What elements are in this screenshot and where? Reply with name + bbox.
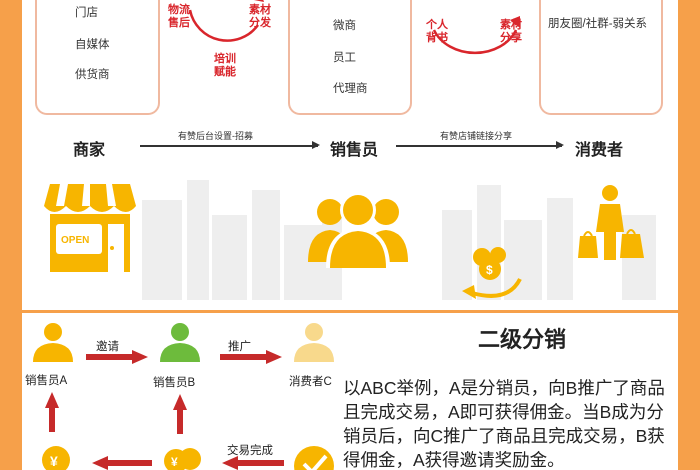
arrow-c-to-b — [222, 456, 284, 470]
coin-middle-icon: ¥ — [164, 448, 201, 470]
svg-text:¥: ¥ — [50, 453, 58, 469]
edge-label-invite: 邀请 — [96, 341, 119, 353]
cycle-arc-1 — [188, 0, 264, 42]
merchant-box — [35, 0, 160, 115]
channel-staff: 员工 — [333, 52, 356, 64]
distribution-description: 以ABC举例，A是分销员，向B推广了商品且完成交易，A即可获得佣金。当B成为分销… — [343, 378, 665, 470]
channel-media: 自媒体 — [75, 39, 110, 51]
svg-text:¥: ¥ — [171, 455, 178, 469]
flow-label-recruit: 有赞后台设置-招募 — [178, 131, 253, 141]
seller-box — [288, 0, 412, 115]
arrow-up-middle — [173, 394, 187, 434]
cycle-endorse: 个人 背书 — [426, 19, 448, 44]
role-consumer: 消费者 — [575, 142, 624, 159]
cycle-material: 素材 分发 — [249, 4, 271, 29]
coins-return-icon: $ — [462, 247, 522, 299]
edge-label-promote: 推广 — [228, 341, 251, 353]
cycle-logistics: 物流 售后 — [168, 4, 190, 29]
flow-arrow-recruit — [140, 142, 320, 148]
deal-check-icon — [294, 446, 334, 470]
shopper-icon — [578, 185, 644, 260]
channel-store: 门店 — [75, 7, 98, 19]
cycle-share: 素材 分享 — [500, 19, 522, 44]
seller-b-avatar — [160, 323, 200, 362]
arrow-bottom-left — [92, 456, 152, 470]
label-seller-a: 销售员A — [25, 375, 68, 387]
arrow-b-to-c — [220, 350, 282, 364]
channel-wechat: 微商 — [333, 20, 356, 32]
seller-a-avatar — [33, 323, 73, 362]
role-seller: 销售员 — [330, 142, 379, 159]
channel-moments: 朋友圈/社群-弱关系 — [548, 18, 648, 30]
role-merchant: 商家 — [73, 142, 106, 159]
label-seller-b: 销售员B — [153, 377, 196, 389]
cycle-training: 培训 赋能 — [214, 53, 236, 78]
label-consumer-c: 消费者C — [289, 376, 332, 388]
store-icon — [44, 184, 136, 272]
seller-group-icon — [308, 192, 408, 268]
flow-label-share: 有赞店铺链接分享 — [440, 131, 513, 141]
cycle-arc-2 — [432, 16, 520, 55]
arrow-a-to-b — [86, 350, 148, 364]
consumer-c-avatar — [294, 323, 334, 362]
flow-arrow-share — [396, 142, 564, 148]
distribution-title: 二级分销 — [478, 327, 567, 352]
svg-text:$: $ — [486, 263, 493, 277]
consumer-box — [539, 0, 663, 115]
channel-supplier: 供货商 — [75, 69, 110, 81]
coin-left-icon: ¥ — [42, 446, 70, 470]
arrow-up-left — [45, 392, 59, 432]
bottom-panel — [22, 313, 678, 470]
store-open-sign: OPEN — [61, 235, 90, 246]
edge-label-deal: 交易完成 — [227, 445, 273, 457]
channel-agent: 代理商 — [333, 83, 368, 95]
